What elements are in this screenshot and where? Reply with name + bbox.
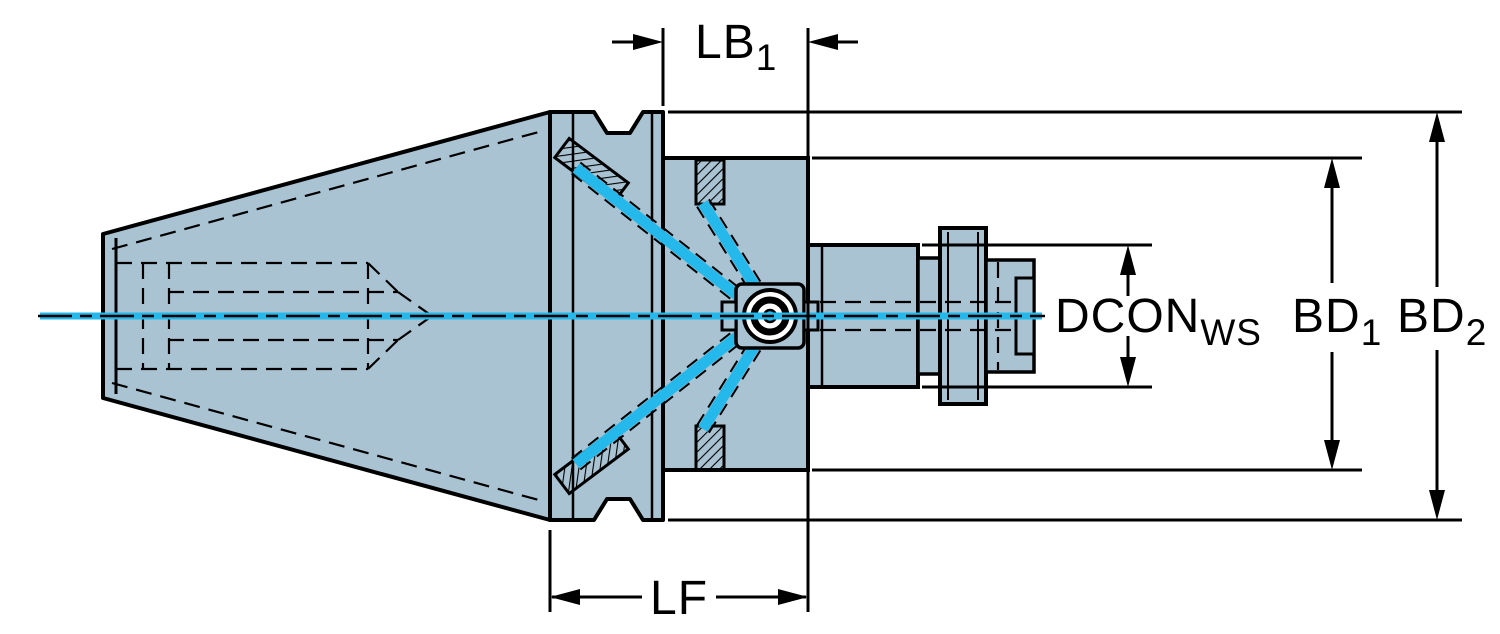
arrowhead-dcon-top [1120, 245, 1136, 275]
dimension-lb1: LB1 [612, 16, 858, 612]
label-lb1: LB1 [695, 16, 777, 78]
label-bd1: BD1 [1292, 290, 1382, 353]
label-bd2: BD2 [1397, 290, 1487, 353]
dimension-bd2: BD2 [668, 110, 1487, 522]
arrowhead-lb1-right [808, 34, 838, 50]
dimension-lf: LF [548, 530, 808, 625]
arrowhead-lb1-left [633, 34, 663, 50]
fasteners [552, 136, 726, 496]
coolant-channel-upper [571, 161, 759, 315]
arrowhead-lf-right [778, 589, 808, 605]
coolant-plug-upper [694, 158, 726, 206]
coolant-channels [571, 161, 770, 471]
arrowhead-bd2-top [1429, 112, 1445, 142]
arrowhead-lf-left [550, 589, 580, 605]
label-dcon: DCONWS [1055, 290, 1262, 353]
arrowhead-bd1-top [1324, 158, 1340, 188]
arrowhead-dcon-bottom [1120, 357, 1136, 387]
dimension-dcon: DCONWS [922, 243, 1262, 389]
label-lf: LF [650, 572, 708, 625]
dimension-bd1: BD1 [812, 156, 1382, 472]
coolant-channel-lower [571, 317, 759, 471]
arrowhead-bd2-bottom [1429, 490, 1445, 520]
label-lf-mask [642, 572, 716, 622]
arrowhead-bd1-bottom [1324, 440, 1340, 470]
coolant-plug-lower [694, 424, 726, 472]
